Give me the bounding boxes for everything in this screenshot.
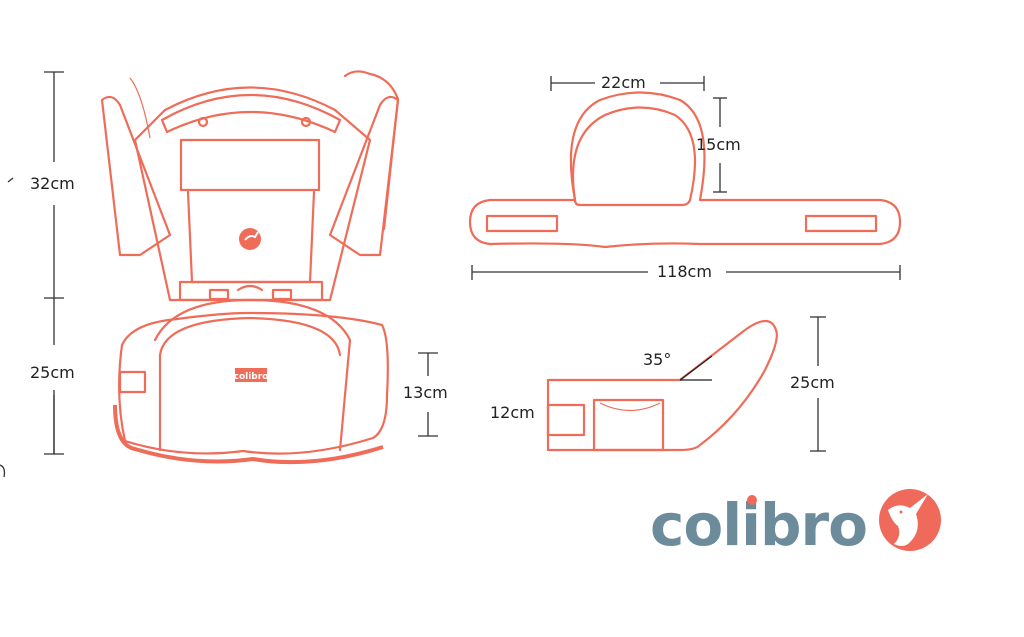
- belt-dimensions: 22cm 15cm 118cm: [471, 73, 901, 281]
- carrier-badge: [235, 368, 267, 382]
- edge-fragment: [0, 464, 6, 478]
- seat-depth-label: 15cm: [696, 135, 741, 154]
- seat-height-label: 13cm: [403, 383, 448, 402]
- seat-side-illustration: 35° 12cm 25cm: [490, 316, 835, 452]
- brand-icon: [239, 228, 261, 250]
- seat-width-label: 22cm: [601, 73, 646, 92]
- seat-height-dimension: 13cm: [403, 352, 448, 437]
- waist-belt-illustration: [468, 91, 902, 249]
- colibro-logo: colibro: [650, 489, 941, 559]
- belt-length-label: 118cm: [657, 262, 712, 281]
- side-height-label: 25cm: [790, 373, 835, 392]
- carrier-badge-text: colibro: [234, 372, 269, 382]
- height-dimension-left: 32cm 25cm: [30, 71, 75, 455]
- hummingbird-circle-icon: [879, 489, 941, 551]
- upper-height-label: 32cm: [30, 174, 75, 193]
- logo-wordmark: colibro: [650, 491, 867, 559]
- edge-fragment: [7, 177, 14, 183]
- carrier-front-illustration: colibro: [100, 70, 400, 465]
- left-shoulder-strap: [100, 95, 172, 257]
- right-shoulder-strap: [328, 95, 400, 257]
- angle-label: 35°: [643, 350, 671, 369]
- lower-height-label: 25cm: [30, 363, 75, 382]
- front-height-label: 12cm: [490, 403, 535, 422]
